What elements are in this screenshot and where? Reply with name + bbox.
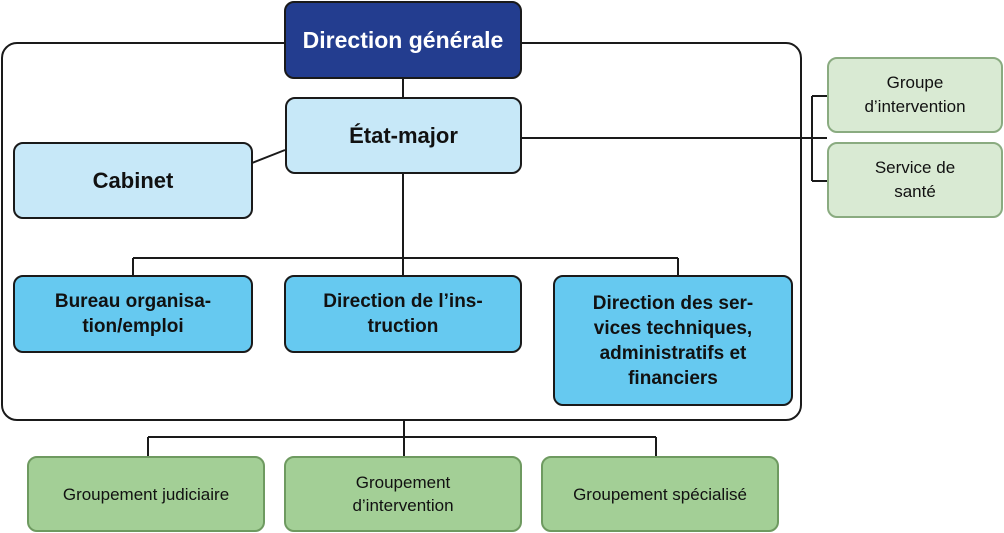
connector-etat-major-cabinet (251, 149, 286, 164)
node-label: Direction générale (302, 26, 504, 53)
node-service-sante: Service de santé (827, 142, 1003, 218)
node-label: Service de santé (874, 158, 956, 201)
node-label: État-major (349, 122, 458, 148)
node-label: Direction des ser- vices techniques, adm… (592, 292, 754, 389)
node-label: Groupement d’intervention (352, 473, 454, 515)
node-direction-generale: Direction générale (284, 1, 522, 79)
node-label: Groupement spécialisé (573, 484, 747, 504)
node-label: Cabinet (92, 167, 174, 193)
node-groupement-intervention: Groupement d’intervention (284, 456, 522, 532)
node-label: Bureau organisa- tion/emploi (54, 291, 212, 337)
node-direction-instruction: Direction de l’ins- truction (284, 275, 522, 353)
node-bureau-organisation-emploi: Bureau organisa- tion/emploi (13, 275, 253, 353)
node-label: Direction de l’ins- truction (323, 291, 483, 337)
node-cabinet: Cabinet (13, 142, 253, 219)
node-groupement-specialise: Groupement spécialisé (541, 456, 779, 532)
node-label: Groupe d’intervention (864, 73, 966, 116)
node-groupement-judiciaire: Groupement judiciaire (27, 456, 265, 532)
node-groupe-intervention: Groupe d’intervention (827, 57, 1003, 133)
node-etat-major: État-major (285, 97, 522, 174)
node-direction-services: Direction des ser- vices techniques, adm… (553, 275, 793, 406)
node-label: Groupement judiciaire (62, 484, 230, 504)
